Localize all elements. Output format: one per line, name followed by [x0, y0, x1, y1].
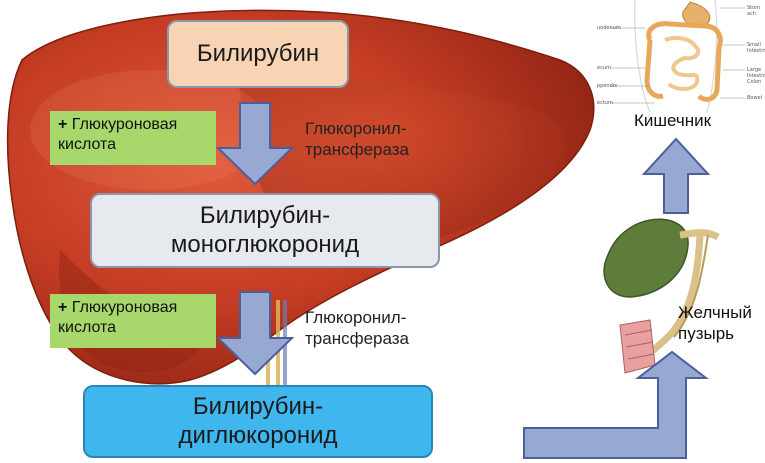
reagent-2-line2: кислота	[58, 319, 117, 336]
intestine-label-appendix: ppendix	[597, 83, 618, 89]
bilirubin-label: Билирубин	[196, 39, 320, 67]
intestine-label-duodenum: uodenum	[597, 25, 621, 31]
arrow-down-2	[215, 291, 295, 376]
gallbladder-line2: пузырь	[678, 324, 735, 344]
monoglucuronide-line1: Билирубин-	[199, 202, 331, 230]
plus-sign-1: +	[58, 116, 68, 133]
diglucuronide-line2: диглюкоронид	[178, 421, 338, 449]
gallbladder-label: Желчный пузырь	[678, 302, 752, 345]
reagent-box-2: + Глюкуроновая кислота	[50, 294, 216, 348]
reagent-box-1: + Глюкуроновая кислота	[50, 111, 216, 165]
intestine-text: Кишечник	[634, 111, 712, 130]
intestine-label: Кишечник	[634, 110, 711, 131]
enzyme-2-line2: трансфераза	[305, 329, 409, 349]
enzyme-label-1: Глюкоронил- трансфераза	[305, 118, 409, 161]
enzyme-label-2: Глюкоронил- трансфераза	[305, 307, 409, 350]
intestine-label-bowel: Bowel	[747, 95, 763, 101]
arrow-up-to-gallbladder	[523, 350, 709, 459]
diglucuronide-box: Билирубин- диглюкоронид	[83, 385, 433, 458]
enzyme-1-line1: Глюкоронил-	[305, 119, 407, 138]
reagent-2-line1: Глюкуроновая	[71, 299, 178, 316]
intestine-illustration	[595, 0, 765, 113]
monoglucuronide-box: Билирубин- моноглюкоронид	[90, 193, 440, 268]
reagent-1-line2: кислота	[58, 136, 117, 153]
enzyme-1-line2: трансфераза	[305, 140, 409, 160]
bilirubin-box: Билирубин	[167, 20, 349, 88]
diglucuronide-line1: Билирубин-	[192, 393, 324, 421]
enzyme-2-line1: Глюкоронил-	[305, 308, 407, 327]
monoglucuronide-line2: моноглюкоронид	[170, 230, 360, 258]
gallbladder-illustration	[603, 218, 720, 374]
intestine-label-stomach: Stom ach	[747, 5, 761, 17]
arrow-up-to-intestine	[641, 137, 711, 214]
plus-sign-2: +	[58, 299, 68, 316]
intestine-label-rectum: ectum	[597, 100, 613, 106]
arrow-down-1	[215, 102, 295, 186]
reagent-1-line1: Глюкуроновая	[71, 116, 178, 133]
intestine-label-cecum: ecum	[597, 65, 611, 71]
gallbladder-line1: Желчный	[678, 303, 752, 322]
